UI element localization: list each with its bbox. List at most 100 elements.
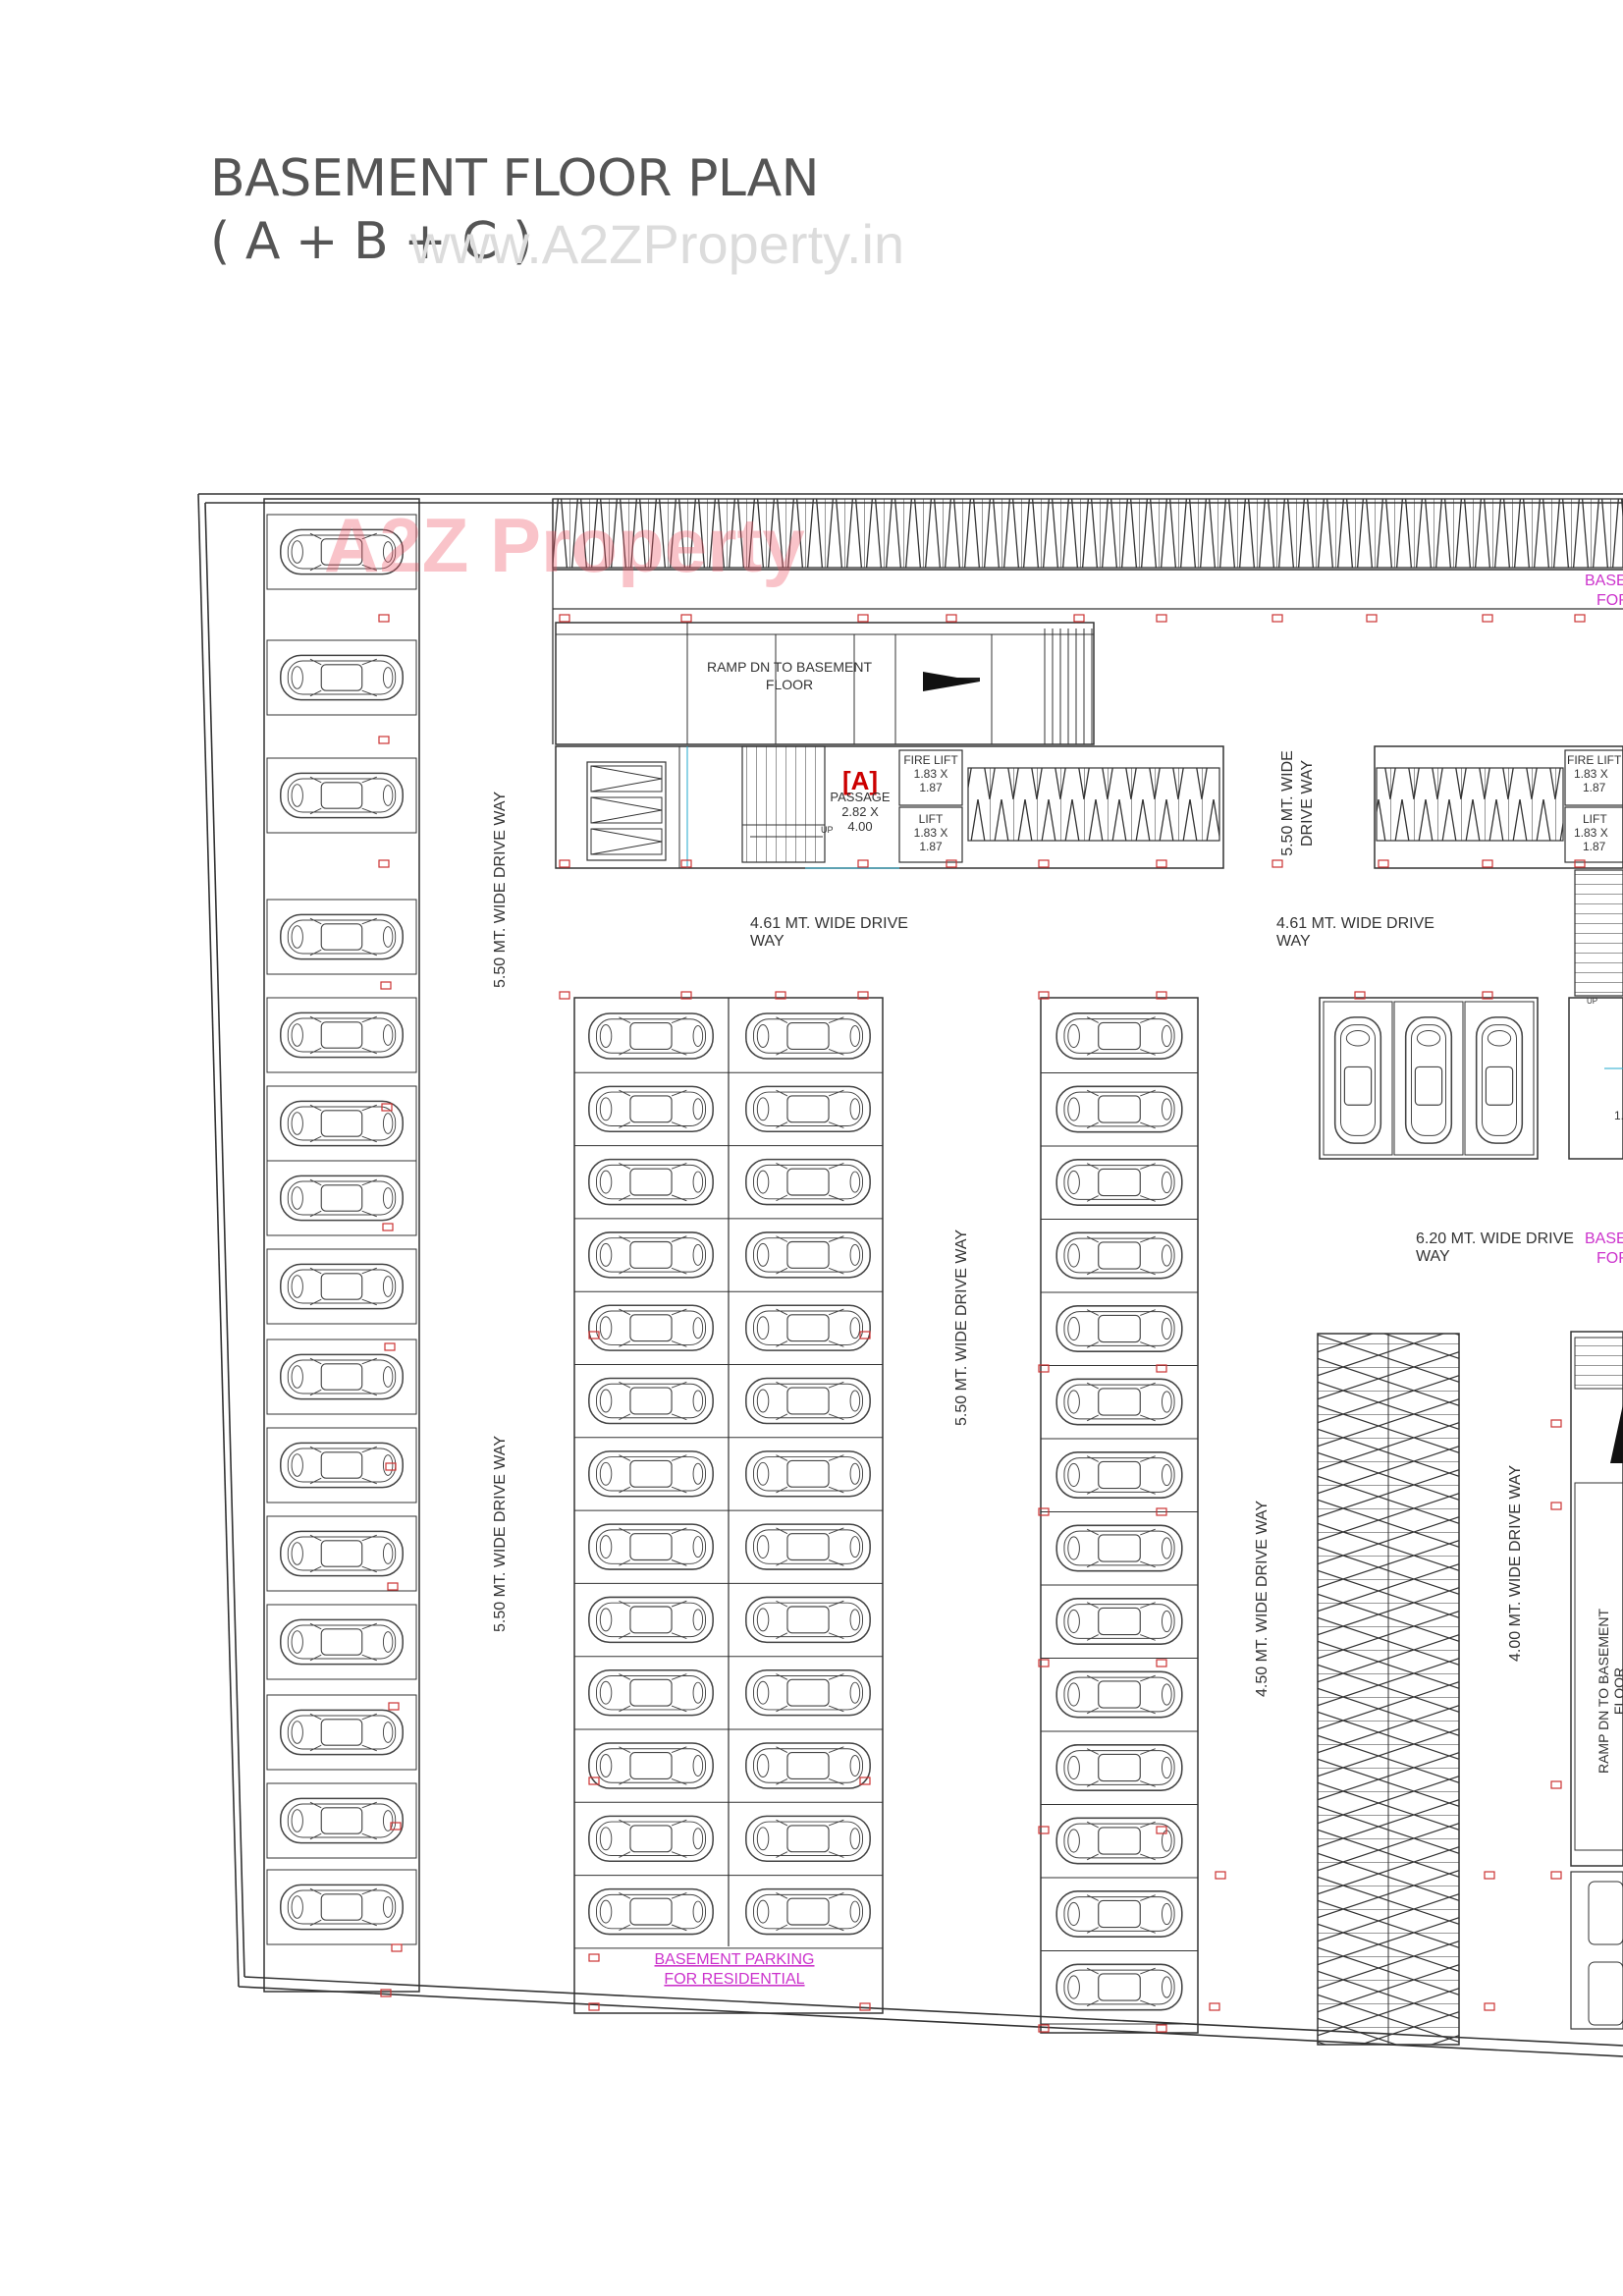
car-symbol [1055, 1451, 1183, 1499]
car-symbol [745, 1815, 871, 1863]
passage-label-1: PASSAGE [830, 790, 891, 804]
right-mid-label-1: BASE [1585, 1230, 1623, 1247]
column-marker [946, 859, 957, 868]
column-marker [588, 1953, 600, 1962]
drive-h1-line2: WAY [750, 933, 784, 950]
column-marker [680, 991, 692, 1000]
watermark-logo-text: A2Z Property [324, 502, 805, 588]
cut-fraction: 1. [1614, 1109, 1623, 1122]
column-marker [378, 614, 390, 623]
car-symbol [279, 772, 405, 819]
fire-lift-label-2: 1.83 X [914, 767, 948, 781]
column-marker [1484, 2002, 1495, 2011]
right-edge-structures: 1. RAMP DN TO BASEMENT FLOOR BASE FOR BA… [1568, 573, 1623, 2030]
car-symbol [745, 1085, 871, 1133]
car-symbol [588, 1377, 714, 1425]
column-marker [1156, 991, 1167, 1000]
car-symbol [745, 1450, 871, 1498]
column-marker [1038, 1507, 1050, 1516]
car-symbol [279, 1100, 405, 1147]
passage-label-3: 4.00 [847, 819, 872, 834]
car-symbol [279, 1263, 405, 1310]
left-bay [266, 639, 417, 716]
drive-620-line1: 6.20 MT. WIDE DRIVE [1416, 1230, 1574, 1247]
car-symbol [588, 1887, 714, 1936]
car-symbol [745, 1887, 871, 1936]
column-marker [378, 859, 390, 868]
left-parking-strip [263, 498, 420, 1993]
vertical-parking-bays [1319, 997, 1539, 1160]
column-marker [1550, 1780, 1562, 1789]
watermark-url: www.A2ZProperty.in [410, 213, 905, 275]
column-marker [1366, 614, 1378, 623]
car-symbol [1055, 1305, 1183, 1352]
ramp-top-label-1: RAMP DN TO BASEMENT [707, 659, 872, 675]
column-marker [381, 1103, 393, 1112]
car-symbol [279, 913, 405, 960]
fire-lift-label-3: 1.87 [919, 781, 943, 794]
car-symbol [1055, 1378, 1183, 1426]
car-symbol [745, 1012, 871, 1060]
column-marker [1209, 2002, 1220, 2011]
left-bay [266, 1339, 417, 1415]
column-marker [1073, 614, 1085, 623]
car-symbol [745, 1523, 871, 1570]
car-symbol [279, 1442, 405, 1489]
title-line-2: ( A + B + C ) [210, 212, 532, 271]
column-marker [1038, 1364, 1050, 1373]
central-parking-block: BASEMENT PARKING FOR RESIDENTIAL [573, 997, 884, 2014]
drive-450: 4.50 MT. WIDE DRIVE WAY [1254, 1501, 1271, 1697]
column-marker [588, 2002, 600, 2011]
car-symbol [745, 1742, 871, 1789]
car-symbol [745, 1231, 871, 1279]
column-marker [1038, 1659, 1050, 1667]
left-bay [266, 1248, 417, 1325]
left-bay [266, 1085, 417, 1162]
column-marker [1156, 1659, 1167, 1667]
car-symbol [588, 1304, 714, 1351]
car-symbol [279, 1011, 405, 1059]
block-a-label: [A] [842, 766, 878, 795]
column-marker [1156, 1826, 1167, 1834]
column-marker [1156, 1507, 1167, 1516]
car-symbol [279, 1709, 405, 1756]
right-top-label-2: FOR [1596, 592, 1623, 609]
lift-label-3: 1.87 [919, 840, 943, 853]
fire-lift-b-label-2: 1.83 X [1574, 767, 1608, 781]
car-symbol [279, 1530, 405, 1577]
ramp-top: RAMP DN TO BASEMENT FLOOR [555, 622, 1095, 745]
column-marker [680, 859, 692, 868]
column-marker [1550, 1419, 1562, 1428]
column-marker [1215, 1871, 1226, 1880]
column-marker [385, 1462, 397, 1471]
column-marker [859, 1777, 871, 1785]
car-symbol [588, 1158, 714, 1206]
drive-h2-line2: WAY [1276, 933, 1311, 950]
car-symbol [745, 1596, 871, 1644]
column-marker [1038, 1826, 1050, 1834]
up-label: UP [821, 825, 834, 835]
column-marker [1574, 859, 1586, 868]
column-marker [1038, 991, 1050, 1000]
column-marker [387, 1582, 399, 1591]
column-marker [1550, 1502, 1562, 1510]
lift-label-2: 1.83 X [914, 826, 948, 840]
left-bay [266, 1515, 417, 1592]
car-symbol [588, 1085, 714, 1133]
left-bay [266, 1604, 417, 1680]
lift-b-label-1: LIFT [1583, 812, 1607, 826]
car-symbol [1055, 1012, 1183, 1060]
car-symbol [588, 1231, 714, 1279]
car-symbol [1055, 1524, 1183, 1572]
column-marker [390, 1822, 402, 1831]
car-symbol [745, 1377, 871, 1425]
column-marker [1484, 1871, 1495, 1880]
drive-400: 4.00 MT. WIDE DRIVE WAY [1507, 1465, 1524, 1662]
up-b-label: UP [1587, 997, 1597, 1006]
left-bay [266, 1782, 417, 1859]
right-top-label-1: BASE [1585, 573, 1623, 589]
passage-label-2: 2.82 X [841, 804, 879, 819]
column-marker [1271, 614, 1283, 623]
column-marker [588, 1777, 600, 1785]
